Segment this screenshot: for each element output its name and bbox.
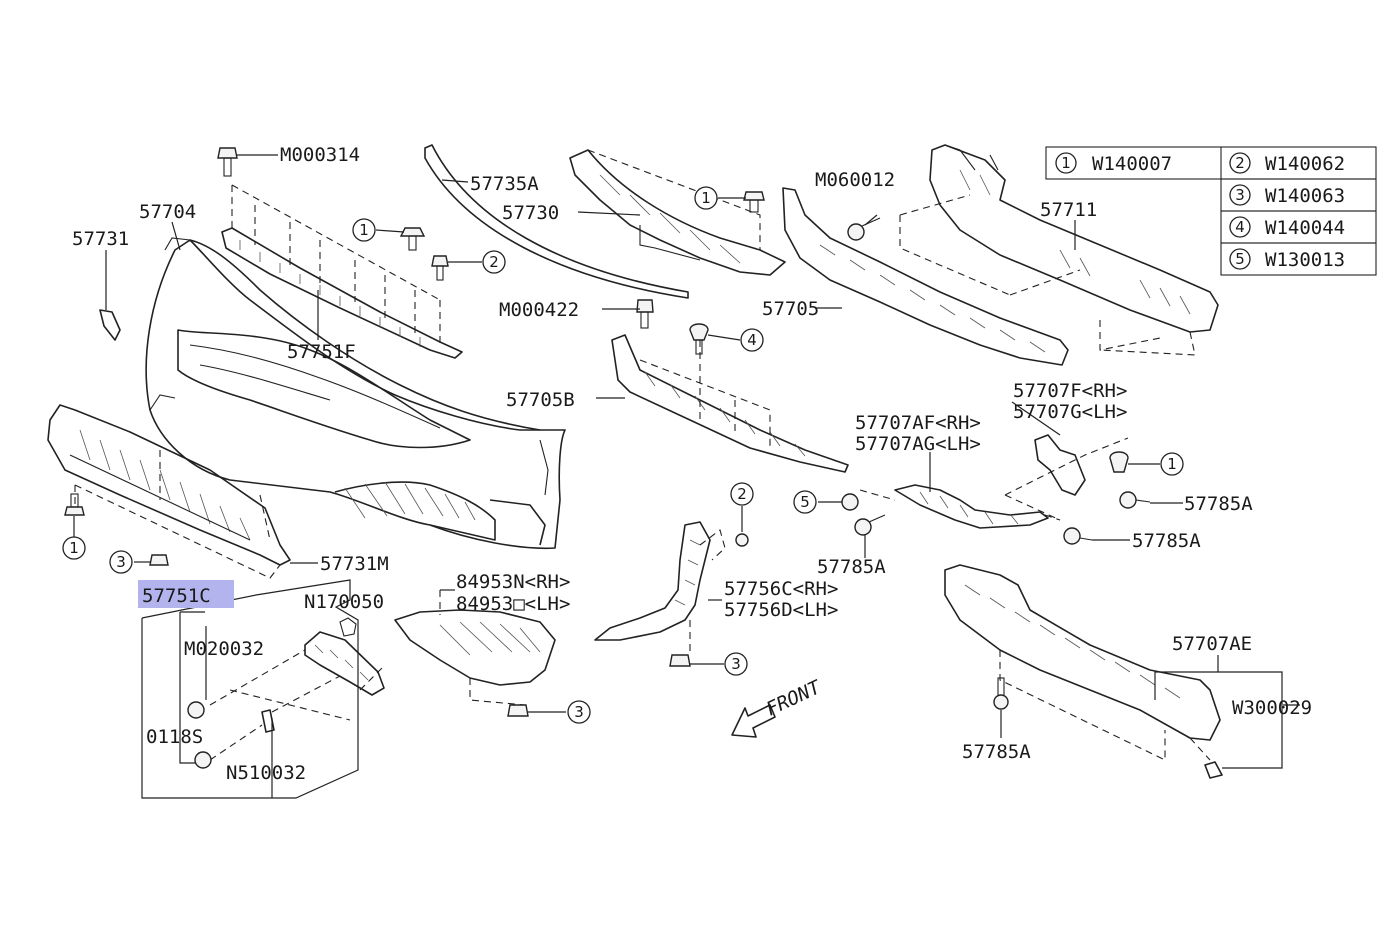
part-57707af bbox=[859, 484, 1061, 529]
label-57731m: 57731M bbox=[320, 553, 389, 575]
svg-text:3: 3 bbox=[116, 553, 126, 571]
svg-text:3: 3 bbox=[731, 655, 741, 673]
svg-text:1: 1 bbox=[701, 189, 711, 207]
leader-lines bbox=[73, 154, 1300, 769]
callout-1-upper: 1 bbox=[352, 218, 376, 242]
label-m000314: M000314 bbox=[280, 144, 360, 166]
svg-text:4: 4 bbox=[1235, 218, 1245, 236]
svg-text:3: 3 bbox=[574, 703, 584, 721]
legend-part-4: W140044 bbox=[1265, 217, 1345, 239]
svg-text:2: 2 bbox=[489, 253, 499, 271]
label-57785a-2: 57785A bbox=[1132, 530, 1201, 552]
label-57785a-1: 57785A bbox=[1184, 493, 1253, 515]
legend-row-2: 2 W140062 bbox=[1229, 152, 1345, 175]
license-plate-bracket bbox=[141, 579, 386, 799]
label-57785a-3: 57785A bbox=[817, 556, 886, 578]
part-57731m bbox=[47, 404, 291, 579]
callout-3-fog: 3 bbox=[567, 700, 591, 724]
label-m020032: M020032 bbox=[184, 638, 264, 660]
label-57707ae: 57707AE bbox=[1172, 633, 1252, 655]
legend-row-3: 3 W140063 bbox=[1229, 184, 1345, 207]
legend-row-1: 1 W140007 bbox=[1055, 152, 1172, 175]
part-57731 bbox=[99, 309, 121, 341]
highlight-57751c bbox=[138, 580, 234, 608]
callouts: 1 2 3 1 2 3 1 4 5 1 3 3 bbox=[62, 186, 1184, 724]
legend-part-1: W140007 bbox=[1092, 153, 1172, 175]
label-84953n: 84953N<RH> bbox=[456, 571, 570, 593]
legend-row-4: 4 W140044 bbox=[1229, 216, 1345, 239]
label-57756d: 57756D<LH> bbox=[724, 599, 838, 621]
callout-5: 5 bbox=[793, 490, 817, 514]
svg-text:1: 1 bbox=[1167, 455, 1177, 473]
legend-part-3: W140063 bbox=[1265, 185, 1345, 207]
labels: M000314 57704 57731 57751F 57735A 57730 … bbox=[72, 144, 1312, 784]
svg-text:2: 2 bbox=[1235, 154, 1245, 172]
callout-3-molding: 3 bbox=[724, 652, 748, 676]
legend-table: 1 W140007 2 W140062 3 W140063 4 W140044 … bbox=[1045, 146, 1377, 276]
svg-text:1: 1 bbox=[1061, 154, 1071, 172]
label-57785a-4: 57785A bbox=[962, 741, 1031, 763]
label-57756c: 57756C<RH> bbox=[724, 578, 838, 600]
label-57707ag: 57707AG<LH> bbox=[855, 433, 981, 455]
bumper-cover-57704 bbox=[145, 237, 566, 550]
callout-1-right: 1 bbox=[1160, 452, 1184, 476]
label-57731: 57731 bbox=[72, 228, 129, 250]
part-57707ae bbox=[944, 564, 1223, 779]
front-label: FRONT bbox=[763, 676, 826, 721]
label-57751f: 57751F bbox=[287, 341, 356, 363]
callout-2-upper: 2 bbox=[482, 250, 506, 274]
callout-1-left: 1 bbox=[62, 536, 86, 560]
label-57730: 57730 bbox=[502, 202, 559, 224]
part-84953 bbox=[394, 590, 556, 706]
label-57707g: 57707G<LH> bbox=[1013, 401, 1127, 423]
label-57711: 57711 bbox=[1040, 199, 1097, 221]
part-57730 bbox=[569, 149, 786, 276]
label-57735a: 57735A bbox=[470, 173, 539, 195]
svg-text:5: 5 bbox=[1235, 250, 1245, 268]
label-57704: 57704 bbox=[139, 201, 196, 223]
part-57705b bbox=[611, 334, 849, 473]
label-w300029: W300029 bbox=[1232, 697, 1312, 719]
label-n510032: N510032 bbox=[226, 762, 306, 784]
part-57707f bbox=[1004, 434, 1129, 521]
svg-text:5: 5 bbox=[800, 493, 810, 511]
label-57707af: 57707AF<RH> bbox=[855, 412, 981, 434]
callout-1-air-guide: 1 bbox=[694, 186, 718, 210]
callout-2-molding: 2 bbox=[730, 482, 754, 506]
legend-part-5: W130013 bbox=[1265, 249, 1345, 271]
svg-text:1: 1 bbox=[69, 539, 79, 557]
part-57705 bbox=[782, 187, 1081, 366]
callout-3-left: 3 bbox=[109, 550, 133, 574]
legend-part-2: W140062 bbox=[1265, 153, 1345, 175]
label-m000422: M000422 bbox=[499, 299, 579, 321]
callout-4: 4 bbox=[740, 328, 764, 352]
part-57751f bbox=[221, 184, 463, 359]
label-0118s: 0118S bbox=[146, 726, 203, 748]
label-84953o: 84953□<LH> bbox=[456, 593, 570, 615]
svg-text:2: 2 bbox=[737, 485, 747, 503]
label-57751c: 57751C bbox=[142, 585, 211, 607]
part-57735a bbox=[424, 144, 689, 299]
label-57705: 57705 bbox=[762, 298, 819, 320]
label-57707f: 57707F<RH> bbox=[1013, 380, 1127, 402]
part-57711 bbox=[929, 144, 1219, 356]
label-n170050: N170050 bbox=[304, 591, 384, 613]
label-m060012: M060012 bbox=[815, 169, 895, 191]
legend-row-5: 5 W130013 bbox=[1229, 248, 1345, 271]
front-direction-arrow: FRONT bbox=[731, 676, 826, 738]
svg-text:1: 1 bbox=[359, 221, 369, 239]
label-57705b: 57705B bbox=[506, 389, 575, 411]
fasteners bbox=[64, 147, 1151, 769]
svg-text:3: 3 bbox=[1235, 186, 1245, 204]
svg-text:4: 4 bbox=[747, 331, 757, 349]
part-57756 bbox=[594, 521, 726, 655]
